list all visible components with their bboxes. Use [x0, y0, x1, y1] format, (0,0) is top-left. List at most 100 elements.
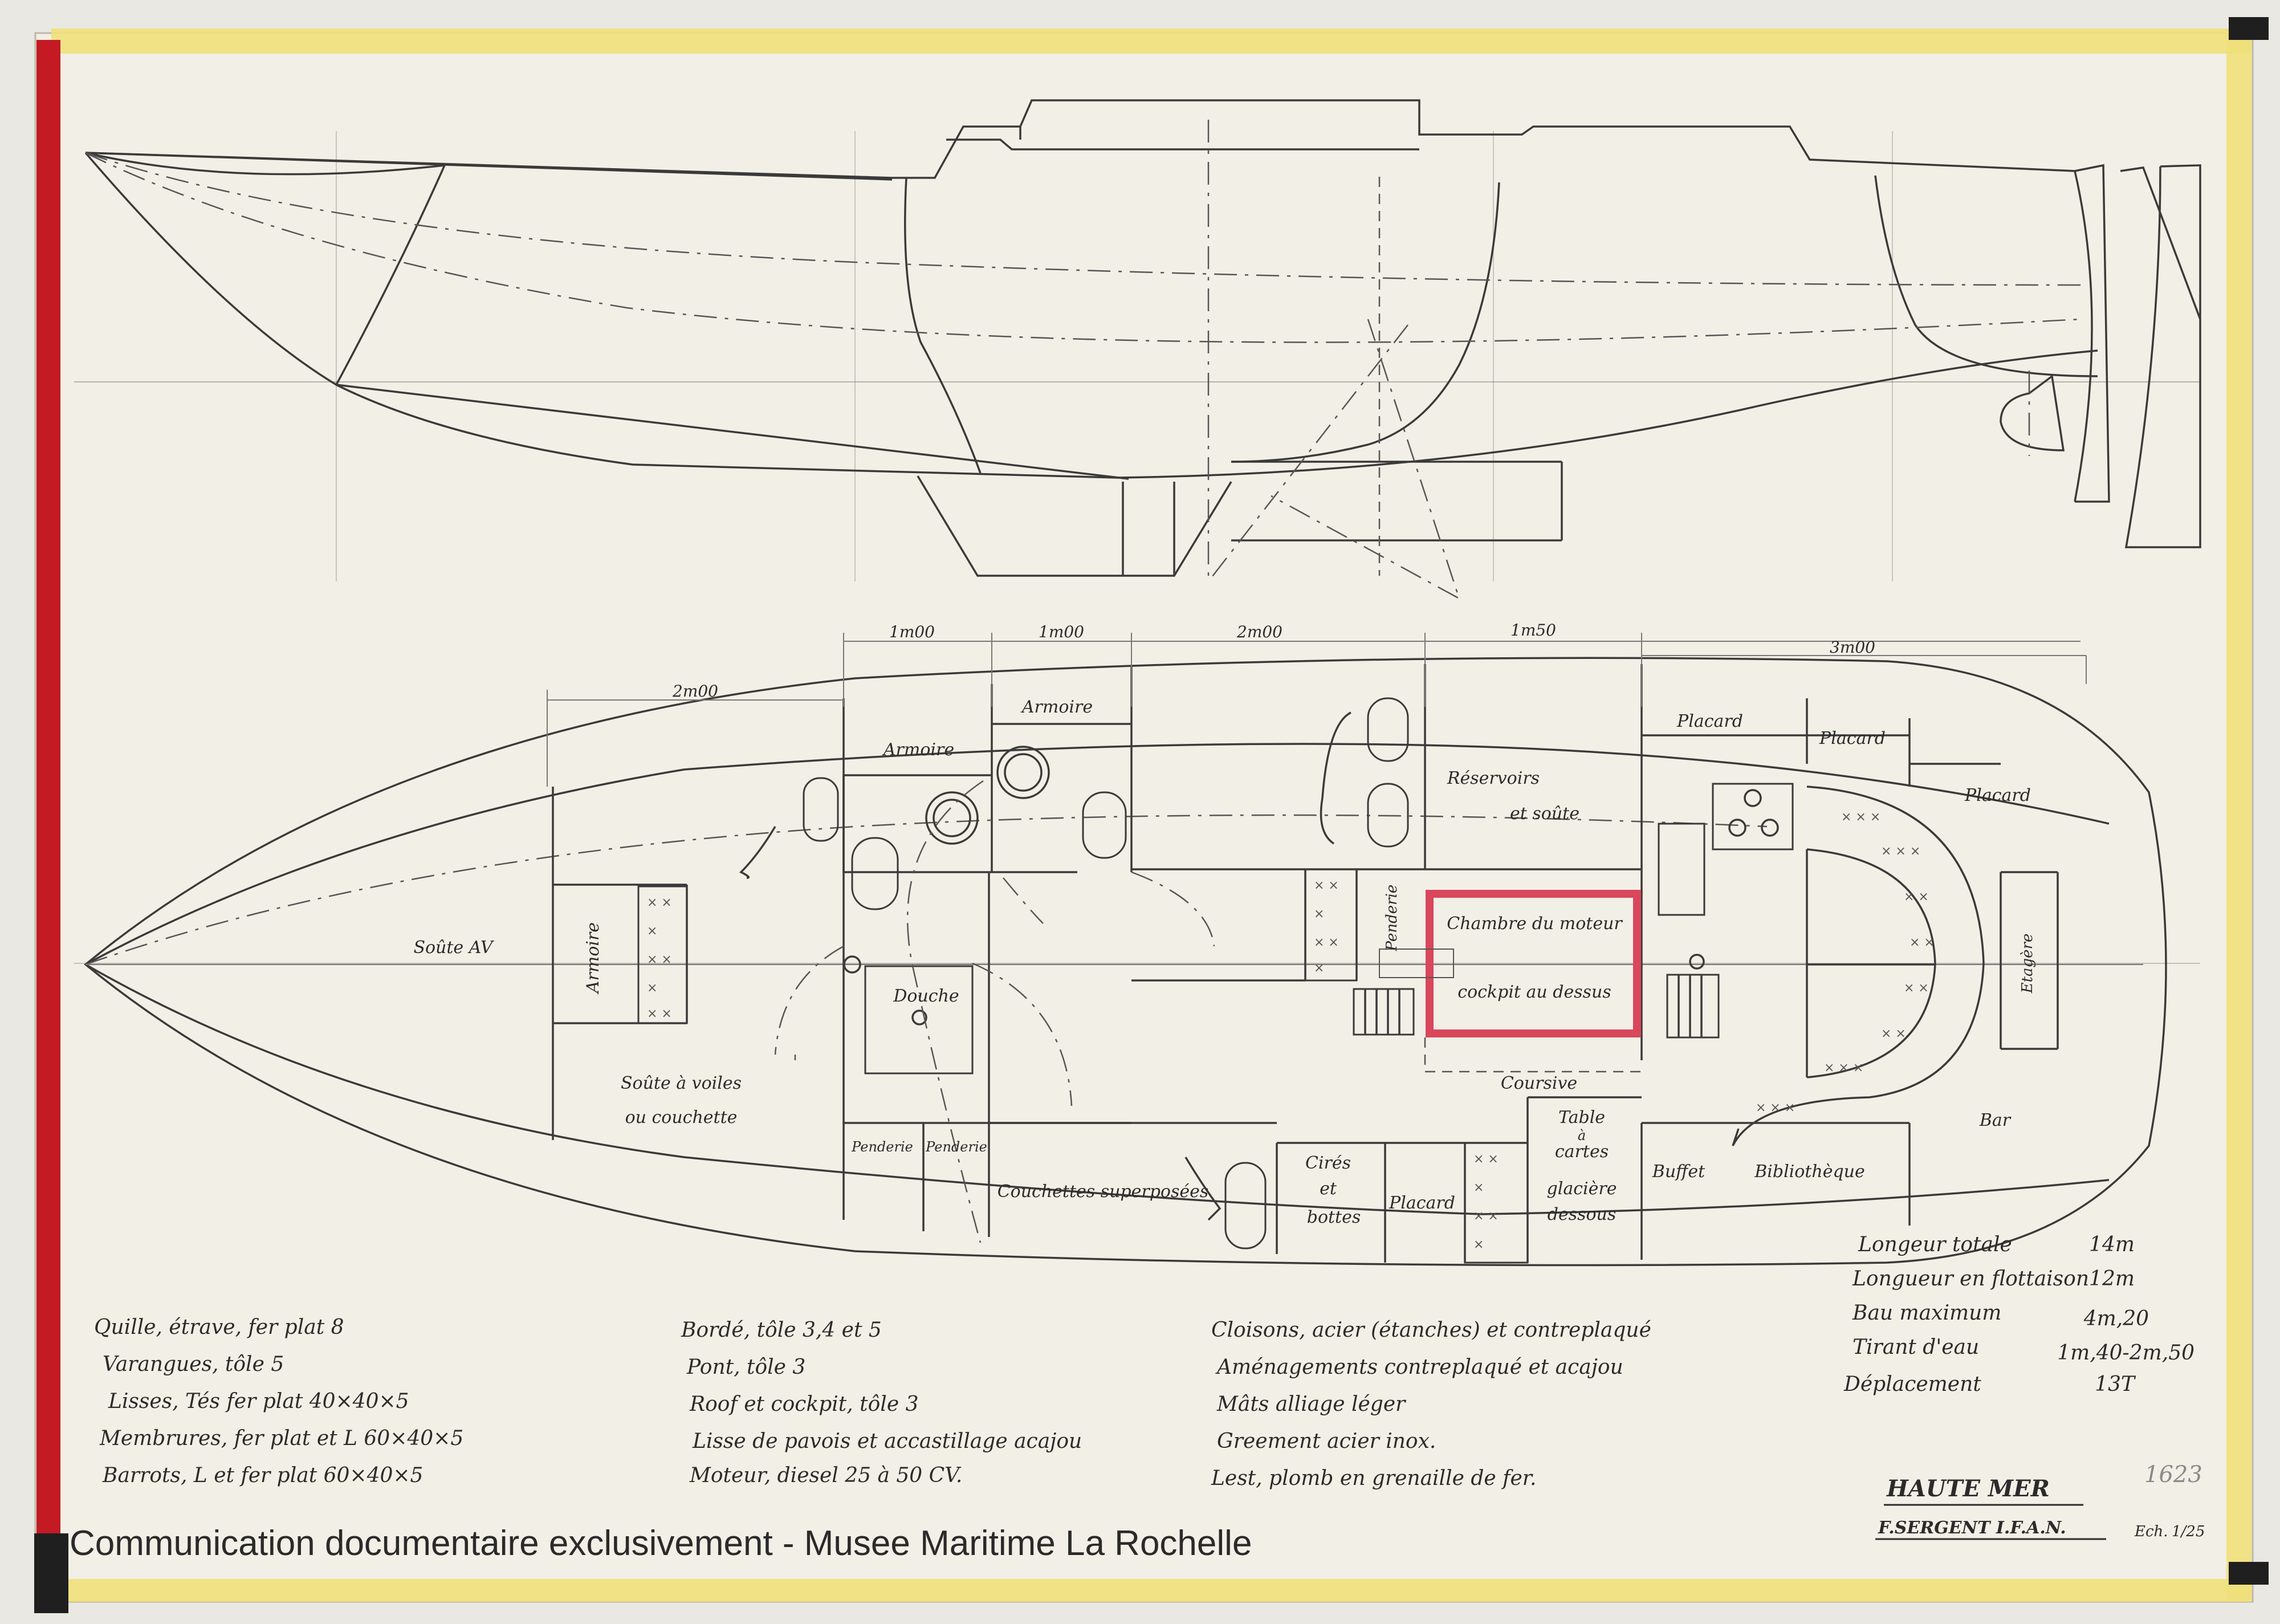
dimension-lines	[547, 633, 2087, 787]
label-cires-1: Cirés	[1305, 1153, 1351, 1173]
label-table-3: cartes	[1555, 1142, 1609, 1162]
label-placard-1: Placard	[1676, 711, 1743, 731]
label-moteur-1: Chambre du moteur	[1447, 914, 1623, 934]
svg-text:×: ×	[1473, 1181, 1484, 1195]
note-col3-line3: Mâts alliage léger	[1216, 1393, 1406, 1416]
svg-text:× × ×: × × ×	[1841, 810, 1880, 824]
note-col1-line1: Quille, étrave, fer plat 8	[94, 1316, 344, 1339]
label-soute-voiles-1: Soûte à voiles	[621, 1073, 742, 1093]
svg-text:× ×: × ×	[1314, 878, 1339, 893]
hull-profile	[84, 99, 2201, 600]
dim-label-3: 2m00	[1236, 622, 1282, 641]
engine-room-highlight	[1426, 890, 1641, 1037]
companionway-stairs	[1353, 974, 1720, 1039]
catalog-number: 1623	[2144, 1462, 2202, 1488]
label-penderie-2: Penderie	[925, 1139, 987, 1155]
label-bibliotheque: Bibliothèque	[1754, 1162, 1865, 1182]
svg-text:× × ×: × × ×	[1756, 1101, 1795, 1115]
svg-text:× × ×: × × ×	[1881, 844, 1920, 858]
svg-text:× ×: × ×	[1314, 935, 1339, 950]
spec-label-4: Tirant d'eau	[1852, 1336, 1979, 1359]
spec-label-1: Longeur totale	[1858, 1233, 2012, 1256]
tape-right	[2226, 29, 2252, 1602]
label-moteur-2: cockpit au dessus	[1457, 982, 1611, 1002]
label-placard-2: Placard	[1819, 728, 1886, 748]
note-col2-line1: Bordé, tôle 3,4 et 5	[681, 1318, 882, 1342]
engine-block	[1379, 949, 1454, 978]
clip-bottom-left	[34, 1533, 68, 1613]
svg-text:× ×: × ×	[647, 896, 672, 910]
spec-label-5: Déplacement	[1843, 1373, 1981, 1396]
label-armoire-1: Armoire	[882, 740, 954, 760]
svg-text:×: ×	[1314, 907, 1324, 921]
note-col3-line4: Greement acier inox.	[1217, 1430, 1436, 1453]
label-table-4: glacière	[1547, 1179, 1617, 1199]
boat-name: HAUTE MER	[1886, 1475, 2050, 1502]
label-soute-av: Soûte AV	[413, 938, 494, 958]
spec-value-5: 13T	[2095, 1373, 2136, 1396]
grid-lines	[74, 131, 2200, 964]
designer-name: F.SERGENT I.F.A.N.	[1878, 1518, 2066, 1538]
svg-text:× × ×: × × ×	[1824, 1061, 1863, 1075]
specifications-table: Longeur totale 14m Longueur en flottaiso…	[1843, 1233, 2194, 1396]
clip-bottom-right	[2229, 1562, 2269, 1585]
spec-value-1: 14m	[2089, 1233, 2135, 1256]
title-block: HAUTE MER F.SERGENT I.F.A.N. Ech. 1/25 1…	[1875, 1462, 2205, 1540]
note-col2-line3: Roof et cockpit, tôle 3	[689, 1393, 918, 1416]
label-coursive: Coursive	[1501, 1073, 1577, 1093]
label-placard-3: Placard	[1964, 785, 2031, 805]
dim-label-1: 1m00	[889, 622, 935, 641]
note-col3-line2: Aménagements contreplaqué et acajou	[1215, 1356, 1623, 1379]
svg-text:×: ×	[1314, 961, 1324, 975]
dim-label-6: 2m00	[672, 682, 718, 701]
dim-label-2: 1m00	[1039, 622, 1084, 641]
tape-top	[51, 29, 2252, 54]
svg-text:× ×: × ×	[1904, 981, 1929, 995]
svg-text:× ×: × ×	[1473, 1209, 1499, 1223]
spec-value-3: 4m,20	[2083, 1307, 2149, 1330]
label-armoire-fwd: Armoire	[583, 922, 603, 995]
label-penderie-1: Penderie	[851, 1139, 913, 1155]
svg-text:× ×: × ×	[647, 1007, 672, 1021]
svg-text:× ×: × ×	[1473, 1152, 1499, 1166]
clip-top-right	[2229, 17, 2269, 40]
label-cires-2: et	[1320, 1179, 1337, 1199]
label-etagere: Etagère	[2019, 934, 2036, 994]
label-reservoirs-1: Réservoirs	[1447, 768, 1540, 788]
drawing-sheet	[34, 32, 2254, 1603]
label-soute-voiles-2: ou couchette	[625, 1108, 738, 1128]
hull-plan	[84, 657, 2167, 1267]
label-table-1: Table	[1558, 1108, 1605, 1128]
label-penderie-v: Penderie	[1383, 885, 1400, 952]
svg-text:×: ×	[1473, 1238, 1484, 1252]
hatch-markers: × × × × × × × × × × × × × × × × × × × × × × × × × ×…	[647, 810, 1935, 1252]
note-col1-line3: Lisses, Tés fer plat 40×40×5	[108, 1390, 409, 1413]
svg-text:× ×: × ×	[647, 953, 672, 967]
label-cires-3: bottes	[1307, 1207, 1361, 1227]
note-col2-line5: Moteur, diesel 25 à 50 CV.	[689, 1464, 962, 1487]
construction-notes: Quille, étrave, fer plat 8 Varangues, tô…	[94, 1316, 1651, 1490]
note-col1-line2: Varangues, tôle 5	[103, 1353, 284, 1376]
label-table-5: dessous	[1548, 1204, 1617, 1224]
spec-label-2: Longueur en flottaison	[1852, 1267, 2089, 1291]
dimension-labels: 1m00 1m00 2m00 1m50 3m00 2m00	[672, 621, 1875, 701]
spec-value-4: 1m,40-2m,50	[2057, 1341, 2194, 1365]
svg-text:× ×: × ×	[1909, 935, 1935, 950]
label-reservoirs-2: et soûte	[1510, 804, 1579, 824]
svg-text:×: ×	[647, 981, 657, 995]
svg-text:× ×: × ×	[1904, 890, 1929, 904]
museum-watermark: Communication documentaire exclusivement…	[70, 1524, 1252, 1563]
label-douche: Douche	[893, 986, 959, 1006]
dim-label-5: 3m00	[1830, 638, 1875, 657]
label-bar: Bar	[1979, 1110, 2012, 1130]
label-couchettes: Couchettes superposées	[997, 1182, 1209, 1202]
tape-bottom	[51, 1579, 2252, 1602]
label-placard-low: Placard	[1389, 1193, 1455, 1213]
room-labels: Soûte AV Armoire Soûte à voiles ou couch…	[413, 697, 2036, 1227]
scale-label: Ech.	[2134, 1523, 2168, 1540]
dim-label-4: 1m50	[1510, 621, 1556, 640]
note-col3-line5: Lest, plomb en grenaille de fer.	[1211, 1467, 1536, 1490]
note-col1-line5: Barrots, L et fer plat 60×40×5	[102, 1464, 423, 1487]
note-col2-line2: Pont, tôle 3	[686, 1356, 805, 1379]
